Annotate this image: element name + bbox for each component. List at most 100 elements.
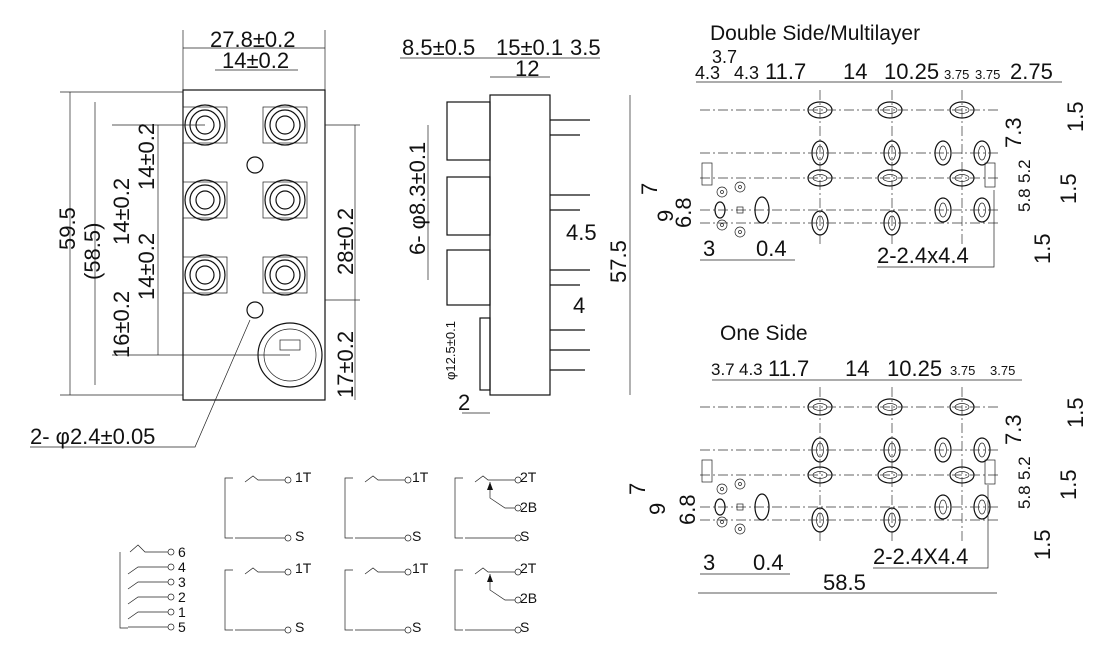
jack-tip-label: 1T <box>412 560 429 576</box>
dim-bottom: 0.4 <box>756 236 787 261</box>
tip-terminal <box>404 476 412 484</box>
dim-top: 4.3 <box>739 360 763 379</box>
jack-sleeve-bracket <box>224 477 233 539</box>
dim-15: 15±0.1 <box>496 35 563 60</box>
sleeve-terminal <box>284 534 292 542</box>
dim-jack-diameter: 6- φ8.3±0.1 <box>405 142 430 255</box>
sleeve-terminal <box>514 534 522 542</box>
pad-drill <box>720 223 724 227</box>
dim-right: 1.5 <box>1030 233 1055 264</box>
tip-terminal <box>284 476 292 484</box>
dim-top: 4.3 <box>734 63 759 83</box>
din-body-line <box>119 552 128 629</box>
dim-left: 9 <box>645 503 670 515</box>
dim-bottom: 0.4 <box>753 550 784 575</box>
pad-drill <box>720 487 724 491</box>
dim-right: 7.3 <box>1001 117 1026 148</box>
jack-tip-contact <box>244 475 285 483</box>
rca-jack <box>184 179 226 221</box>
pad-oval <box>714 498 726 516</box>
dim-pitch-1: 14±0.2 <box>134 123 159 190</box>
rca-jack <box>269 184 301 216</box>
din-contact <box>127 581 168 590</box>
jack-tip-label: 1T <box>295 560 312 576</box>
pin-terminal <box>167 563 175 571</box>
dim-bottom: 3 <box>703 550 715 575</box>
layout-title: One Side <box>720 322 808 345</box>
rca-jack <box>195 190 215 210</box>
pad-round <box>716 186 728 198</box>
dim-8-5: 8.5±0.5 <box>402 35 475 60</box>
contact-arrow <box>487 482 493 490</box>
break-terminal <box>514 596 522 604</box>
dim-12: 12 <box>515 56 539 81</box>
jack-tip-label: 1T <box>412 469 429 485</box>
pad-square <box>736 503 744 511</box>
locator-rect <box>701 162 713 186</box>
leader-line <box>877 190 995 268</box>
slot-note: 2-2.4X4.4 <box>873 544 968 569</box>
pad-round <box>734 181 746 193</box>
layout-title: Double Side/Multilayer <box>710 22 920 45</box>
pad-round <box>716 219 728 231</box>
din-pin-label: 4 <box>178 559 186 575</box>
pad-oval <box>714 201 726 219</box>
rca-jack <box>275 265 295 285</box>
jack-barrel <box>446 101 491 161</box>
dim-left: 6.8 <box>675 494 700 525</box>
dim-top: 11.7 <box>768 356 809 381</box>
jack-schematics <box>224 475 522 634</box>
dim-top: 3.75 <box>950 363 975 378</box>
din-contact <box>127 566 168 575</box>
dim-span-17: 17±0.2 <box>333 331 358 398</box>
dim-right: 7.3 <box>1001 414 1026 445</box>
rca-jack <box>189 184 221 216</box>
jack-break-label: 2B <box>520 499 537 515</box>
dim-top: 4.3 <box>695 63 720 83</box>
dim-height-total: 59.5 <box>55 207 80 250</box>
dim-top: 3.7 <box>711 360 735 379</box>
jack-flange <box>262 181 308 219</box>
dim-height-alt: (58.5) <box>80 223 105 280</box>
dim-span-28: 28±0.2 <box>333 208 358 275</box>
din-schematic: 6 4 3 2 1 5 <box>119 544 186 635</box>
jack-tip-label: 1T <box>295 469 312 485</box>
dim-width-pitch: 14±0.2 <box>222 48 289 73</box>
jack-flange <box>182 181 228 219</box>
din-pin-label: 6 <box>178 544 186 560</box>
jack-flange <box>182 256 228 294</box>
dim-57-5: 57.5 <box>606 240 631 283</box>
dim-top: 3.75 <box>944 67 969 82</box>
din-contact <box>129 544 168 553</box>
pin-terminal <box>167 608 175 616</box>
pad-round <box>716 516 728 528</box>
sleeve-terminal <box>514 626 522 634</box>
double-side-layout: Double Side/Multilayer 4.3 3.7 4.3 11.7 … <box>637 22 1088 268</box>
side-pins <box>550 119 590 371</box>
dim-4-5: 4.5 <box>566 220 597 245</box>
rca-jack <box>269 259 301 291</box>
tip-terminal <box>514 476 522 484</box>
jack-break-contact <box>489 482 515 509</box>
dim-top: 10.25 <box>884 59 939 84</box>
din-contact <box>127 611 168 620</box>
dim-width-total: 27.8±0.2 <box>210 27 295 52</box>
side-body <box>489 94 551 396</box>
pin-terminal <box>167 593 175 601</box>
one-side-layout: One Side 3.7 4.3 11.7 14 10.25 3.75 3.75… <box>625 322 1088 595</box>
front-body-outline <box>182 89 326 401</box>
pad-drill <box>738 482 742 486</box>
contact-arrow <box>487 574 493 582</box>
pad-drill <box>720 190 724 194</box>
pad-oval <box>754 493 770 521</box>
jack-sleeve-label: S <box>520 528 529 544</box>
din-pin-label: 1 <box>178 604 186 620</box>
jack-flange <box>262 106 308 144</box>
jack-sleeve-bracket <box>344 569 353 631</box>
tip-terminal <box>404 568 412 576</box>
sleeve-terminal <box>284 626 292 634</box>
locator-rect <box>701 459 713 483</box>
rca-jack <box>275 190 295 210</box>
mount-hole <box>246 301 264 319</box>
jack-sleeve-bracket <box>344 477 353 539</box>
